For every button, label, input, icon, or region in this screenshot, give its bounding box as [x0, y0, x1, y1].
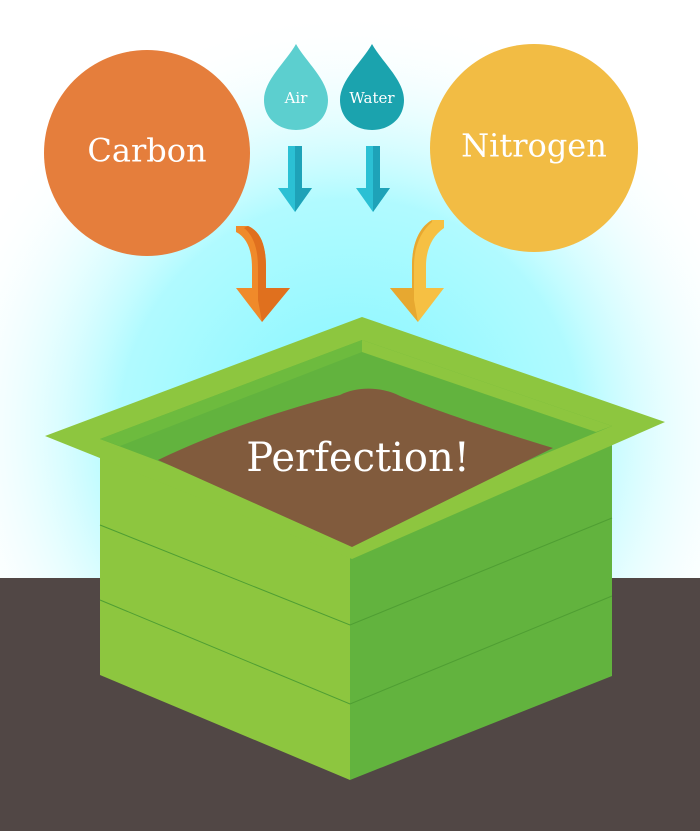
- carbon-node: Carbon: [44, 50, 250, 256]
- water-node: Water: [340, 44, 404, 130]
- water-arrow-icon: [356, 146, 390, 212]
- bin-seam: [99, 595, 613, 705]
- air-droplet-icon: [264, 44, 328, 130]
- bin-inner-wall-left: [100, 340, 362, 446]
- bin-seam: [99, 517, 613, 626]
- water-droplet-icon: [340, 44, 404, 130]
- carbon-label: Carbon: [87, 132, 206, 170]
- nitrogen-arrow-icon: [390, 220, 444, 322]
- carbon-arrow-icon: [236, 226, 290, 322]
- result-label: Perfection!: [246, 435, 470, 481]
- water-label: Water: [349, 89, 395, 107]
- nitrogen-node: Nitrogen: [430, 44, 638, 252]
- nitrogen-circle: [430, 44, 638, 252]
- bin-inner-wall-right: [362, 340, 612, 432]
- compost-bin: [45, 317, 665, 780]
- air-arrow-icon: [278, 146, 312, 212]
- air-node: Air: [264, 44, 328, 130]
- bin-left-side: [100, 452, 350, 780]
- carbon-circle: [44, 50, 250, 256]
- nitrogen-label: Nitrogen: [461, 127, 607, 165]
- compost-pile: [158, 388, 553, 547]
- air-label: Air: [284, 89, 309, 107]
